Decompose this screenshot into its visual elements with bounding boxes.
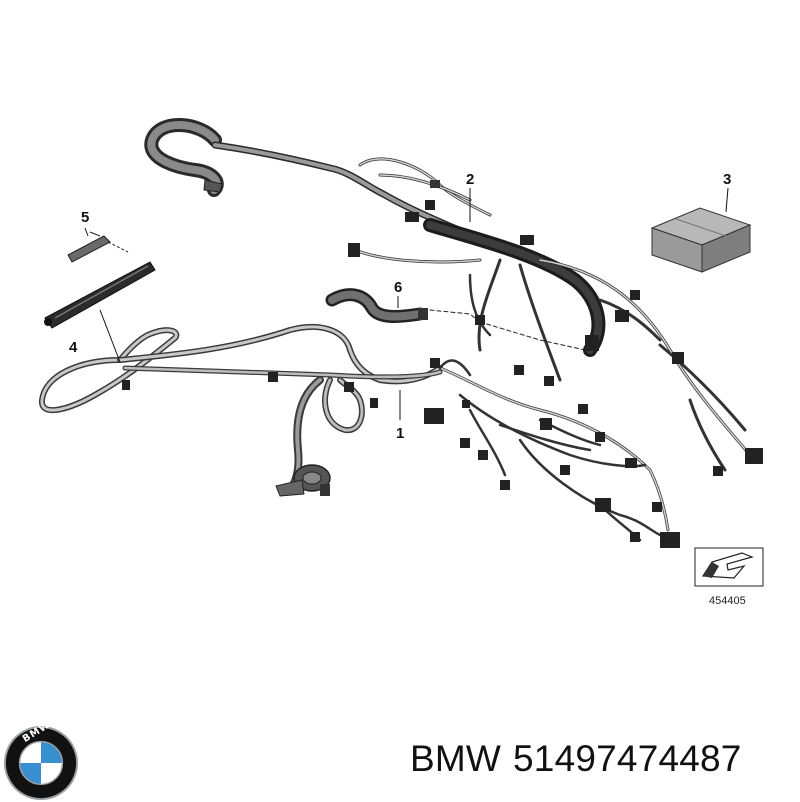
control-box-part-3	[650, 207, 752, 273]
hose-part-6	[325, 288, 428, 323]
orientation-icon	[694, 547, 764, 587]
callout-4: 4	[69, 339, 78, 356]
main-harness-part-1	[39, 323, 680, 548]
leader-lines	[84, 187, 729, 420]
upper-harness-part-2	[144, 118, 763, 476]
callout-1: 1	[396, 425, 404, 442]
rail-part-4	[44, 261, 156, 329]
clip-part-5	[67, 231, 129, 263]
bmw-logo: BMW	[3, 724, 79, 801]
reference-number: 454405	[709, 595, 746, 607]
part-number: 51497474487	[513, 738, 742, 779]
callout-5: 5	[81, 209, 89, 226]
callout-2: 2	[466, 171, 474, 188]
callout-6: 6	[394, 279, 402, 296]
brand-name: BMW	[410, 738, 502, 779]
callout-3: 3	[723, 171, 731, 188]
part-caption: BMW 51497474487	[410, 738, 790, 788]
